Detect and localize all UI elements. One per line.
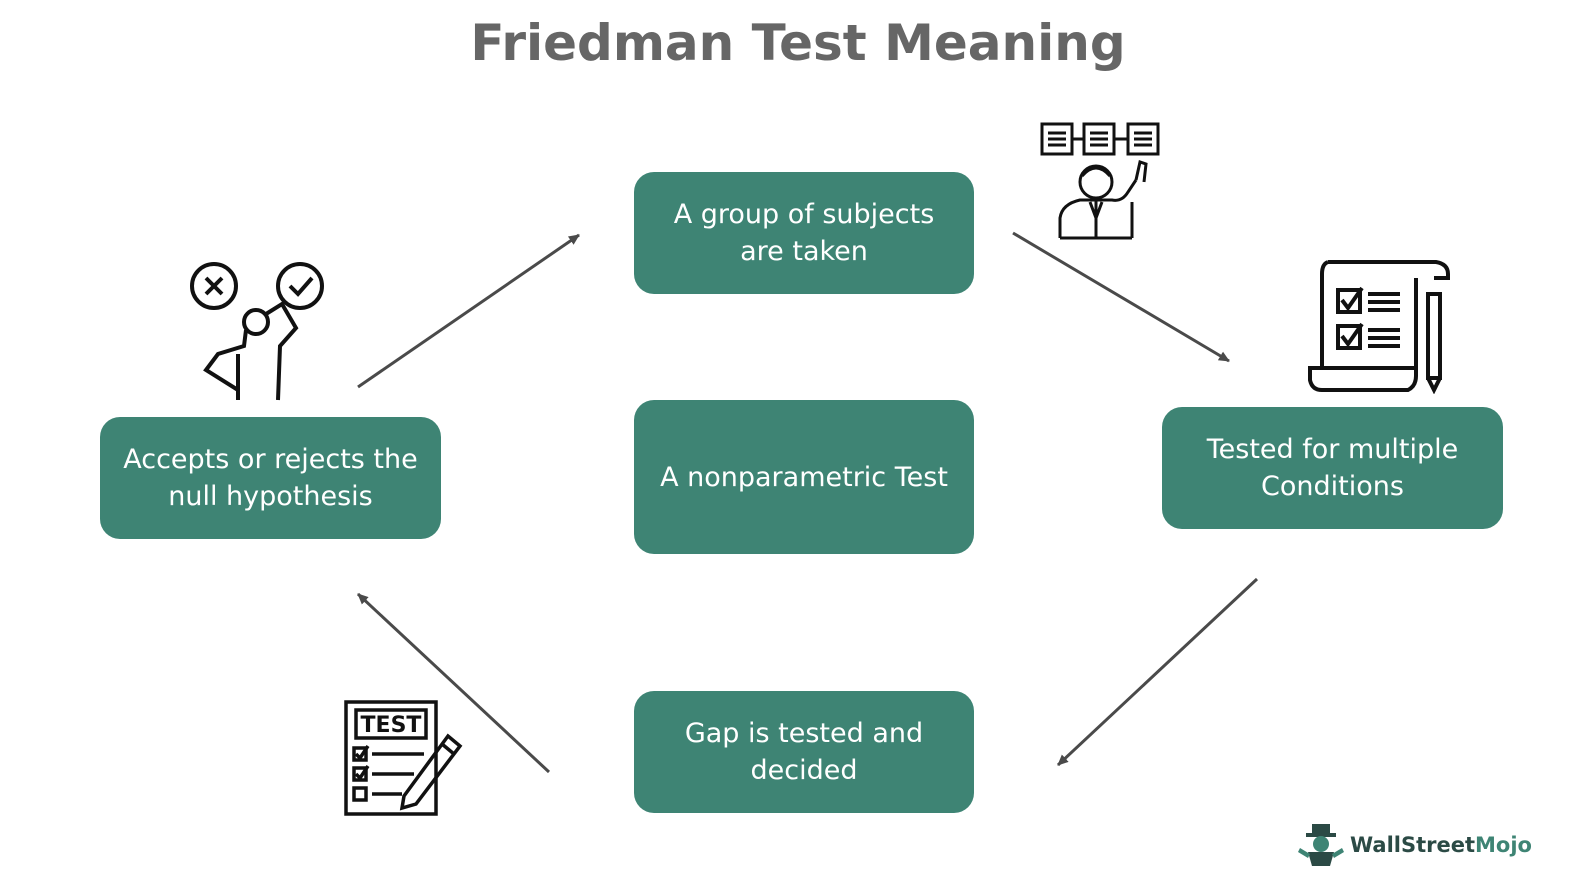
logo-text: WallStreetMojo	[1350, 833, 1532, 857]
svg-text:TEST: TEST	[361, 713, 422, 738]
node-gap-tested: Gap is tested and decided	[634, 691, 974, 813]
test-paper-icon: TEST	[344, 700, 463, 816]
logo-text-main: WallStreet	[1350, 833, 1476, 857]
arrow-bottom-to-left	[356, 592, 551, 774]
node-accepts-rejects: Accepts or rejects the null hypothesis	[100, 417, 441, 539]
wallstreetmojo-logo: WallStreetMojo	[1298, 822, 1532, 868]
diagram-title: Friedman Test Meaning	[470, 14, 1126, 72]
mascot-logo-icon	[1298, 824, 1344, 866]
logo-text-accent: Mojo	[1475, 833, 1532, 857]
arrow-right-to-bottom	[1056, 577, 1259, 767]
checklist-scroll-icon	[1308, 260, 1450, 394]
thinking-person-decision-icon	[190, 262, 324, 401]
node-label: Gap is tested and decided	[684, 718, 924, 786]
node-label: A group of subjects are taken	[673, 199, 935, 267]
presenter-with-charts-icon	[1040, 122, 1160, 240]
node-subjects-taken: A group of subjects are taken	[634, 172, 974, 294]
node-nonparametric-test: A nonparametric Test	[634, 400, 974, 554]
node-label: Accepts or rejects the null hypothesis	[123, 444, 418, 512]
node-label: Tested for multiple Conditions	[1206, 434, 1459, 502]
node-tested-multiple-conditions: Tested for multiple Conditions	[1162, 407, 1503, 529]
arrow-left-to-top	[357, 233, 580, 389]
node-label: A nonparametric Test	[660, 461, 948, 493]
arrow-top-to-right	[1012, 231, 1230, 363]
